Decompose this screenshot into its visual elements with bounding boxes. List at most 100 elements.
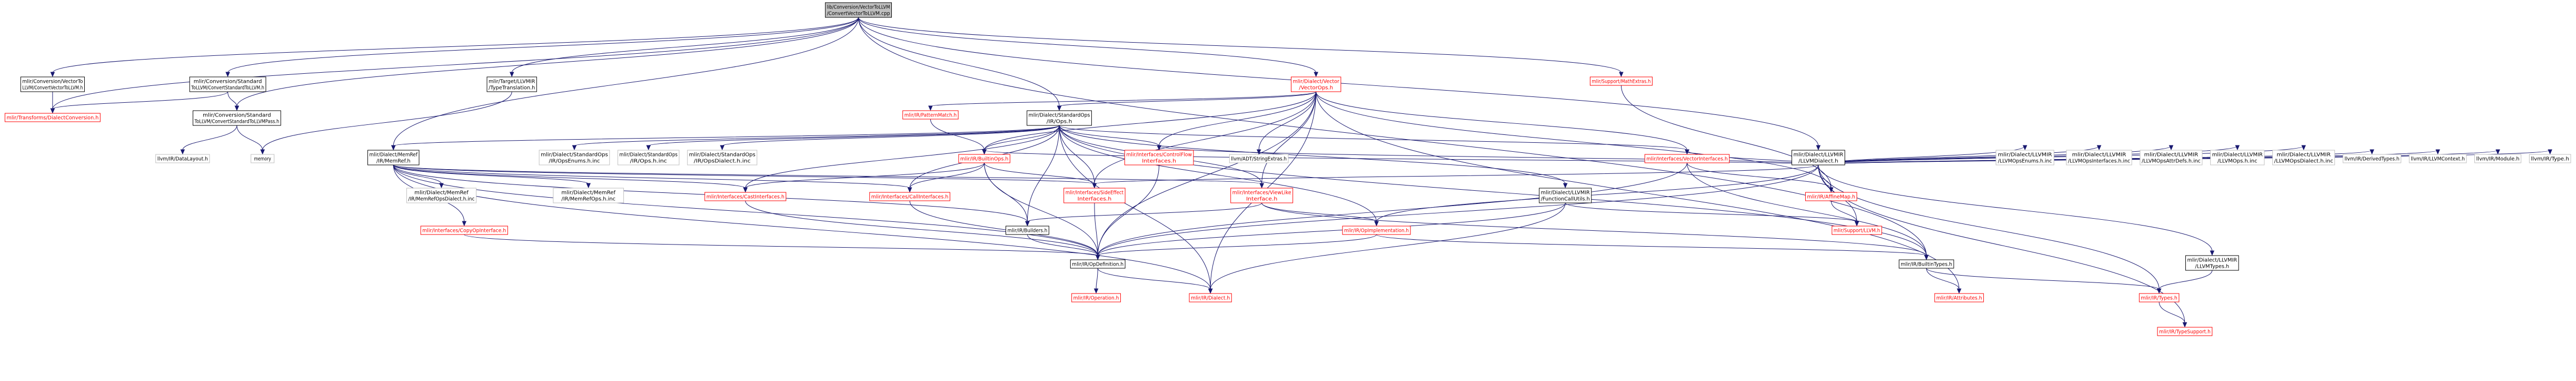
node-castinterfaces[interactable]: mlir/Interfaces/CastInterfaces.h [704, 192, 787, 201]
node-box [539, 150, 610, 165]
edge-vectorops-to-vectorinterfaces [1316, 91, 1689, 155]
edge-line [393, 125, 1060, 146]
edge-line [236, 17, 859, 107]
node-box [2139, 293, 2180, 302]
node-llvmcontext: llvm/IR/LLVMContext.h [2409, 154, 2467, 163]
node-llvmtypes[interactable]: mlir/Dialect/LLVMIR/LLVMTypes.h [2185, 255, 2239, 271]
node-builtintypes[interactable]: mlir/IR/BuiltinTypes.h [1898, 259, 1954, 269]
node-opdef[interactable]: mlir/IR/OpDefinition.h [1070, 259, 1126, 269]
node-box [1995, 150, 2054, 165]
node-stdopsinc: mlir/Dialect/StandardOps/IR/Ops.h.inc [618, 150, 680, 165]
edge-line [393, 164, 746, 189]
node-label-line: mlir/Dialect/LLVMIR [2144, 152, 2199, 158]
edge-stdops-to-builders [1025, 125, 1060, 227]
edge-line [1059, 125, 1566, 184]
node-label-line: mlir/Dialect/StandardOps [1029, 113, 1090, 119]
edge-stdops-to-stdopsenums [572, 125, 1060, 151]
edge-arrowhead [391, 145, 396, 151]
node-box [193, 110, 281, 126]
edge-line [1159, 91, 1317, 146]
edge-line [1818, 164, 2213, 252]
edge-arrowhead [1685, 149, 1689, 155]
edge-arrowhead [1619, 72, 1624, 77]
node-stdopsdialect: mlir/Dialect/StandardOps/IR/OpsDialect.h… [687, 150, 758, 165]
edge-arrowhead [2156, 288, 2162, 294]
node-vectorinterfaces[interactable]: mlir/Interfaces/VectorInterfaces.h [1644, 154, 1730, 163]
node-operation[interactable]: mlir/IR/Operation.h [1071, 293, 1121, 302]
edge-line [1097, 234, 1377, 256]
edge-funccallutils-to-opdef [1095, 202, 1566, 260]
node-llvmdialect[interactable]: mlir/Dialect/LLVMIR/LLVMDialect.h [1791, 150, 1845, 165]
edge-root-to-typetrans [509, 17, 859, 77]
node-label-line: mlir/Dialect/LLVMIR [2212, 152, 2263, 158]
node-label-line: /LLVMOpsAttrDefs.h.inc [2142, 159, 2201, 164]
edge-line [52, 17, 859, 73]
edge-arrowhead [2096, 145, 2102, 151]
node-dialconv[interactable]: mlir/Transforms/DialectConversion.h [4, 113, 101, 122]
edge-line [984, 162, 1095, 184]
node-memref[interactable]: mlir/Dialect/MemRef/IR/MemRef.h [367, 150, 420, 165]
edge-arrowhead [234, 105, 240, 111]
node-label-line: /LLVMOpsDialect.h.inc [2274, 159, 2333, 164]
node-opimpl[interactable]: mlir/IR/OpImplementation.h [1342, 226, 1411, 235]
edge-stdtollvm_h-to-dialconv [50, 91, 228, 114]
edge-line [1159, 145, 1819, 165]
node-copyop[interactable]: mlir/Interfaces/CopyOpInterface.h [420, 226, 508, 235]
edge-vectorinterfaces-to-affinemap [1686, 162, 1834, 193]
node-label-line: mlir/Dialect/LLVMIR [1793, 152, 1843, 158]
edge-arrowhead [2023, 145, 2027, 151]
edge-line [2159, 270, 2213, 290]
node-patternmatch[interactable]: mlir/IR/PatternMatch.h [902, 110, 959, 120]
edge-line [745, 200, 1098, 256]
node-dialect[interactable]: mlir/IR/Dialect.h [1189, 293, 1232, 302]
edge-line [1831, 200, 1857, 222]
edge-line [1059, 125, 1377, 222]
node-types[interactable]: mlir/IR/Types.h [2139, 293, 2180, 302]
node-label-line: /LLVMOpsEnums.h.inc [1998, 159, 2052, 164]
node-builders[interactable]: mlir/IR/Builders.h [1006, 226, 1049, 235]
node-affinemap[interactable]: mlir/IR/AffineMap.h [1805, 192, 1857, 201]
node-funccallutils[interactable]: mlir/Dialect/LLVMIR/FunctionCallUtils.h [1539, 188, 1592, 203]
edge-line [393, 164, 910, 189]
node-stdtollvmpass[interactable]: mlir/Conversion/StandardToLLVM/ConvertSt… [193, 110, 281, 126]
node-supportllvm[interactable]: mlir/Support/LLVM.h [1832, 226, 1882, 235]
node-attributes[interactable]: mlir/IR/Attributes.h [1934, 293, 1984, 302]
edge-arrowhead [1924, 255, 1929, 260]
node-label-line: mlir/IR/Attributes.h [1936, 296, 1982, 301]
node-box [2157, 327, 2213, 336]
node-memrefops: mlir/Dialect/MemRef/IR/MemRefOps.h.inc [553, 188, 624, 203]
node-callinterfaces[interactable]: mlir/Interfaces/CallInterfaces.h [869, 192, 950, 201]
edge-line [1059, 125, 1211, 290]
node-stdops[interactable]: mlir/Dialect/StandardOps/IR/Ops.h [1027, 110, 1092, 126]
edge-line [464, 234, 1098, 256]
edge-arrowhead [2548, 149, 2552, 155]
node-box [687, 150, 758, 165]
edge-line [1059, 125, 1160, 146]
edge-line [1097, 91, 1317, 256]
node-box [1832, 226, 1882, 235]
node-vtollvm_h[interactable]: mlir/Conversion/VectorToLLVM/ConvertVect… [20, 76, 85, 92]
node-stdtollvm_h[interactable]: mlir/Conversion/StandardToLLVM/ConvertSt… [189, 76, 266, 92]
node-builtinops[interactable]: mlir/IR/BuiltinOps.h [958, 154, 1010, 163]
edge-line [1261, 202, 1377, 222]
edge-arrowhead [2495, 149, 2500, 155]
edge-arrowhead [2301, 145, 2306, 151]
node-typesupport[interactable]: mlir/IR/TypeSupport.h [2157, 327, 2213, 336]
node-label-line: /IR/OpsEnums.h.inc [549, 159, 600, 164]
edge-line [52, 91, 228, 110]
edge-line [1027, 202, 1262, 222]
node-label-line: /IR/MemRefOps.h.inc [561, 197, 615, 202]
node-box [902, 110, 959, 120]
node-vectorops[interactable]: mlir/Dialect/Vector/VectorOps.h [1291, 76, 1341, 92]
node-llvmopsdialect: mlir/Dialect/LLVMIR/LLVMOpsDialect.h.inc [2272, 150, 2335, 165]
edge-line [1094, 91, 1317, 184]
node-label-line: mlir/IR/PatternMatch.h [904, 113, 957, 119]
node-box [1539, 188, 1592, 203]
node-typetrans[interactable]: mlir/Target/LLVMIR/TypeTranslation.h [486, 76, 537, 92]
node-root[interactable]: lib/Conversion/VectorToLLVM/ConvertVecto… [825, 2, 892, 18]
edge-viewlike-to-builders [1025, 202, 1262, 227]
node-mathextras[interactable]: mlir/Support/MathExtras.h [1589, 76, 1653, 86]
